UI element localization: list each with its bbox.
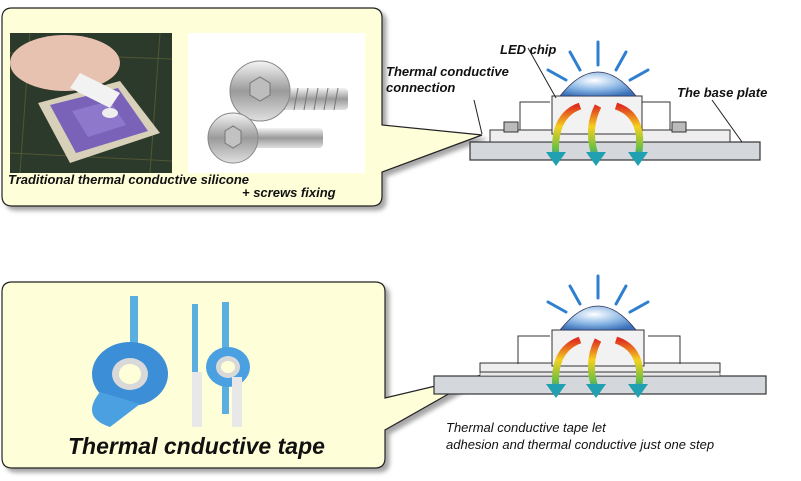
label-led-chip: LED chip xyxy=(500,42,557,57)
tape-rolls-photo xyxy=(60,292,275,432)
light-rays xyxy=(546,40,650,82)
label-connection-line1: Thermal conductive xyxy=(386,64,509,79)
bottom-desc-line1: Thermal conductive tape let xyxy=(446,420,606,435)
screws-illustration xyxy=(207,60,348,164)
bottom-title: Thermal cnductive tape xyxy=(68,433,325,459)
top-caption-line1: Traditional thermal conductive silicone xyxy=(8,172,250,187)
label-connection-line2: connection xyxy=(386,80,456,95)
tape-rolls-illustration xyxy=(92,296,250,427)
top-led-diagram xyxy=(469,40,761,166)
led-dome xyxy=(559,71,637,97)
cpu-paste-illustration xyxy=(10,33,172,173)
led-dome-bottom xyxy=(559,305,637,331)
bottom-led-diagram xyxy=(433,274,767,398)
bottom-desc-line2: adhesion and thermal conductive just one… xyxy=(446,437,715,452)
label-base-plate: The base plate xyxy=(677,85,768,100)
thermal-paste-photo xyxy=(10,33,172,173)
screws-photo xyxy=(188,33,365,173)
base-plate xyxy=(469,141,761,161)
top-caption-line2: + screws fixing xyxy=(242,185,336,200)
light-rays-bottom xyxy=(546,274,650,314)
